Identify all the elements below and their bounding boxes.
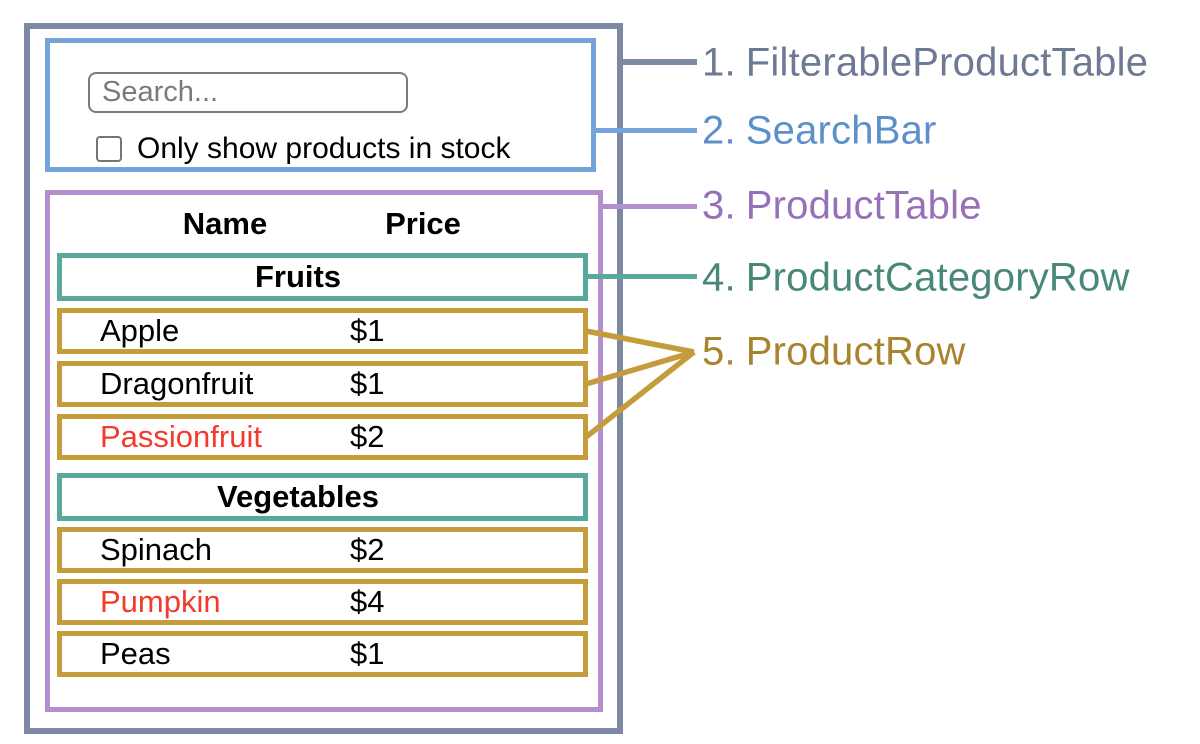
legend-label-search-bar: 2.SearchBar <box>702 109 937 154</box>
legend-number: 5. <box>702 329 736 374</box>
filterable-product-table-connector-line <box>619 59 697 65</box>
product-name: Pumpkin <box>100 584 221 619</box>
product-table-connector-line <box>598 204 697 209</box>
stock-filter-row: Only show products in stock <box>96 132 511 166</box>
product-name: Spinach <box>100 532 213 567</box>
product-row: Dragonfruit $1 <box>57 361 588 407</box>
search-input[interactable] <box>88 72 408 113</box>
category-label: Vegetables <box>217 479 379 514</box>
legend-number: 2. <box>702 108 736 153</box>
search-bar-connector-line <box>591 128 697 133</box>
legend-label-filterable-product-table: 1.FilterableProductTable <box>702 41 1148 86</box>
product-row-connector-passionfruit <box>584 349 696 440</box>
product-name: Peas <box>100 636 171 671</box>
product-category-row-connector-line <box>584 274 697 279</box>
legend-name: ProductRow <box>745 329 966 374</box>
legend-name: FilterableProductTable <box>745 40 1149 85</box>
product-price: $1 <box>350 313 385 348</box>
column-header-price: Price <box>385 206 461 241</box>
product-name: Dragonfruit <box>100 366 254 401</box>
product-row-connector-apple <box>585 328 695 355</box>
legend-label-product-category-row: 4.ProductCategoryRow <box>702 256 1130 301</box>
product-price: $1 <box>350 636 385 671</box>
filterable-product-table-box: Only show products in stock Name Price F… <box>24 23 623 734</box>
product-price: $1 <box>350 366 385 401</box>
product-row: Pumpkin $4 <box>57 579 588 625</box>
product-price: $2 <box>350 419 385 454</box>
product-category-row: Fruits <box>57 253 588 301</box>
product-row: Peas $1 <box>57 631 588 677</box>
product-row: Apple $1 <box>57 308 588 354</box>
product-row-connector-lines <box>584 328 696 440</box>
legend-name: ProductTable <box>745 183 982 228</box>
legend-name: ProductCategoryRow <box>745 255 1130 300</box>
legend-name: SearchBar <box>745 108 937 153</box>
stock-checkbox-label: Only show products in stock <box>137 132 511 165</box>
legend-number: 1. <box>702 40 736 85</box>
product-row: Passionfruit $2 <box>57 414 588 460</box>
search-bar-box: Only show products in stock <box>45 38 596 172</box>
product-name: Apple <box>100 313 180 348</box>
legend-label-product-row: 5.ProductRow <box>702 330 966 375</box>
product-price: $4 <box>350 584 385 619</box>
table-header-row: Name Price <box>50 195 598 253</box>
product-row: Spinach $2 <box>57 527 588 573</box>
column-header-name: Name <box>182 206 268 241</box>
product-table-box: Name Price Fruits Apple $1 Dragonfruit $… <box>45 190 603 712</box>
legend-number: 3. <box>702 183 736 228</box>
category-label: Fruits <box>254 259 342 294</box>
product-price: $2 <box>350 532 385 567</box>
product-category-row: Vegetables <box>57 473 588 521</box>
stock-checkbox[interactable] <box>96 136 122 162</box>
product-row-connector-dragonfruit <box>585 349 695 387</box>
legend-label-product-table: 3.ProductTable <box>702 184 982 229</box>
legend-number: 4. <box>702 255 736 300</box>
product-name: Passionfruit <box>100 419 262 454</box>
